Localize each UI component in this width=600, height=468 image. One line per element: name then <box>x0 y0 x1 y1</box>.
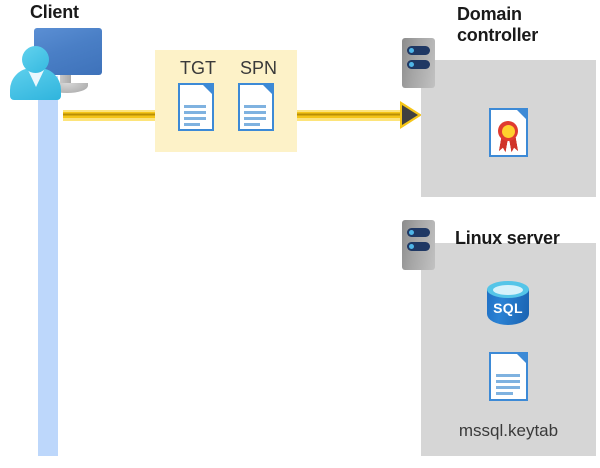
spn-document-icon <box>238 83 274 131</box>
token-message-box: TGT SPN <box>155 50 297 152</box>
tgt-document-icon <box>178 83 214 131</box>
keytab-filename-label: mssql.keytab <box>458 421 559 440</box>
client-lifeline <box>38 76 58 456</box>
domain-controller-title-line1: Domain <box>457 4 522 24</box>
linux-server-server-icon <box>402 220 435 270</box>
domain-controller-server-icon <box>402 38 435 88</box>
tgt-label: TGT <box>180 58 216 78</box>
monitor-base-icon <box>46 83 88 93</box>
sql-database-icon: SQL <box>487 281 529 333</box>
user-computer-icon <box>10 28 102 100</box>
linux-server-panel <box>421 243 596 456</box>
spn-label: SPN <box>240 58 278 78</box>
sql-database-label: SQL <box>493 300 523 316</box>
arrow-head-icon <box>402 105 418 125</box>
domain-controller-title-line2: controller <box>457 25 539 46</box>
monitor-neck-icon <box>60 75 71 85</box>
certificate-icon <box>489 108 528 157</box>
client-title: Client <box>30 2 79 22</box>
linux-server-title: Linux server <box>455 228 560 248</box>
domain-controller-title: Domain controller <box>457 4 597 46</box>
keytab-document-icon <box>489 352 528 401</box>
person-head-icon <box>22 46 49 73</box>
person-collar-icon <box>27 68 45 87</box>
